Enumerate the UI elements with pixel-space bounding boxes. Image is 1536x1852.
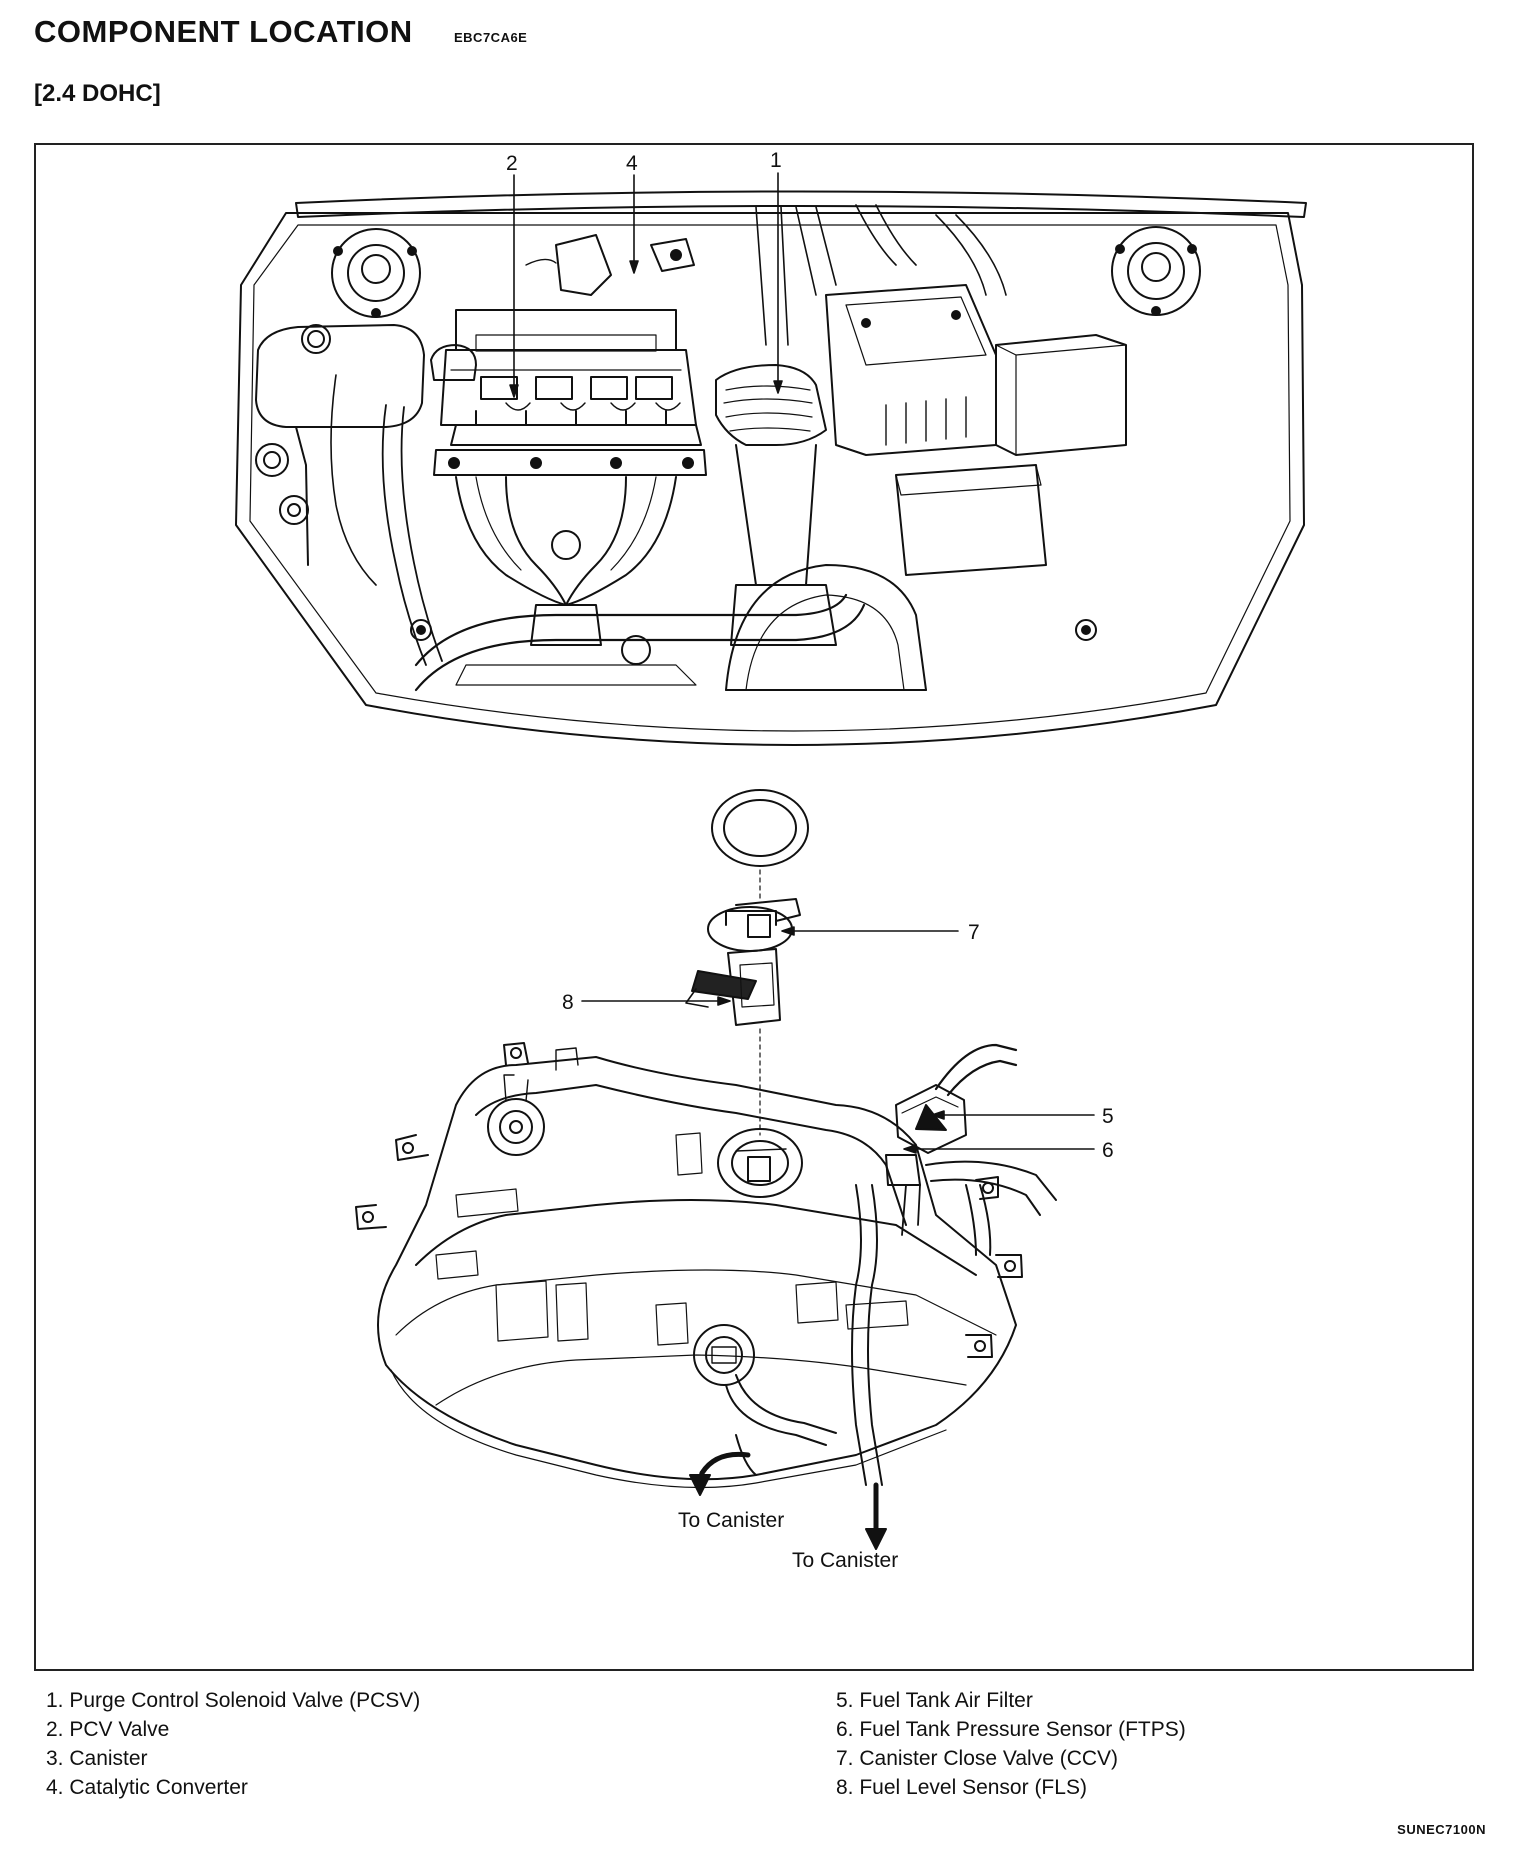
canister-arrows — [689, 1451, 887, 1550]
engine-bay-drawing — [235, 190, 1307, 746]
coolant-reservoir — [255, 324, 425, 566]
air-intake-resonator — [725, 564, 927, 691]
callout-4: 4 — [626, 152, 638, 175]
to-canister-label-1: To Canister — [678, 1509, 784, 1532]
figure-code: SUNEC7100N — [1397, 1822, 1486, 1837]
legend-left: 1. Purge Control Solenoid Valve (PCSV) 2… — [46, 1686, 420, 1802]
legend-item-2: 2. PCV Valve — [46, 1718, 170, 1741]
air-cleaner — [825, 284, 997, 456]
tank-callouts — [903, 1110, 1095, 1154]
pump-callouts — [581, 926, 959, 1006]
to-canister-label-2: To Canister — [792, 1549, 898, 1572]
callout-2: 2 — [506, 152, 518, 175]
section-code: EBC7CA6E — [454, 30, 528, 45]
component-figure: 2 4 1 7 8 — [34, 143, 1474, 1671]
legend-item-5: 5. Fuel Tank Air Filter — [836, 1689, 1033, 1712]
legend-item-8: 8. Fuel Level Sensor (FLS) — [836, 1776, 1087, 1799]
engine-block — [433, 309, 707, 646]
callout-6: 6 — [1102, 1139, 1114, 1162]
legend-item-4: 4. Catalytic Converter — [46, 1776, 248, 1799]
legend-item-3: 3. Canister — [46, 1747, 148, 1770]
engine-callouts — [509, 172, 783, 398]
callout-1: 1 — [770, 149, 782, 172]
right-strut-tower — [1111, 226, 1201, 316]
battery — [995, 334, 1127, 456]
callout-7: 7 — [968, 921, 980, 944]
callout-5: 5 — [1102, 1105, 1114, 1128]
left-strut-tower — [331, 228, 421, 318]
legend-right: 5. Fuel Tank Air Filter 6. Fuel Tank Pre… — [836, 1686, 1186, 1802]
legend-item-1: 1. Purge Control Solenoid Valve (PCSV) — [46, 1689, 421, 1712]
legend-item-7: 7. Canister Close Valve (CCV) — [836, 1747, 1119, 1770]
legend-item-6: 6. Fuel Tank Pressure Sensor (FTPS) — [836, 1718, 1186, 1741]
component-diagram: 2 4 1 7 8 — [235, 149, 1307, 1572]
fuel-tank — [355, 1042, 1057, 1489]
engine-subtitle: [2.4 DOHC] — [34, 80, 161, 107]
intake-hose — [715, 364, 837, 646]
callout-8: 8 — [562, 991, 574, 1014]
fuel-pump-gasket — [711, 789, 809, 867]
fuel-pump-assembly — [685, 898, 801, 1026]
page-title: COMPONENT LOCATION — [34, 14, 413, 49]
